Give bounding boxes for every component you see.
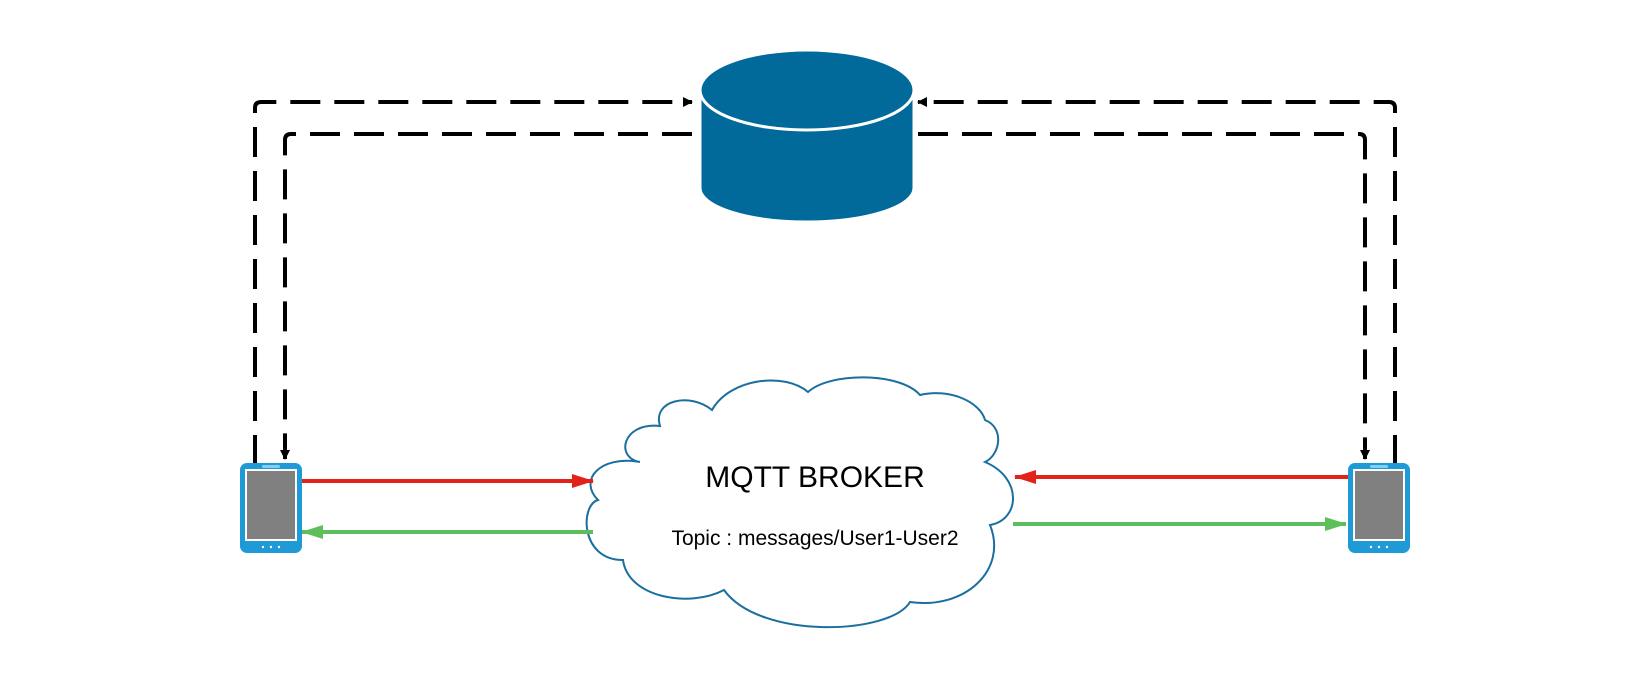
db-link-right-to-db (917, 97, 1397, 465)
db-link-left-to-db (253, 97, 693, 465)
mobile-phone-icon (1348, 463, 1410, 553)
cloud-icon (585, 376, 1014, 629)
broker-title: MQTT BROKER (705, 461, 924, 494)
mobile-phone-icon (240, 463, 302, 553)
broker-topic: Topic : messages/User1-User2 (671, 527, 958, 550)
db-link-db-to-left (280, 132, 692, 460)
db-link-db-to-right (918, 132, 1370, 460)
database-icon (698, 48, 916, 224)
